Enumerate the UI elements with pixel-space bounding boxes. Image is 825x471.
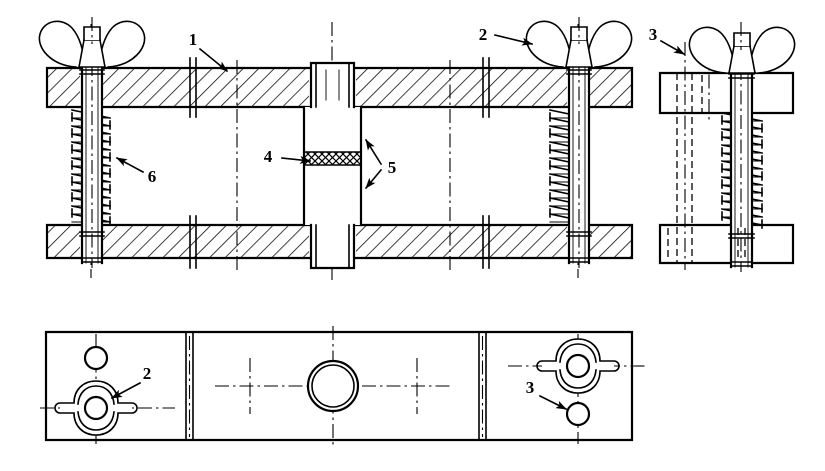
- wing-nut-right: [525, 17, 633, 68]
- central-column: [302, 61, 363, 270]
- central-bore-plan: [306, 359, 360, 413]
- callout-label-3-plan: 3: [526, 378, 535, 397]
- callout-label-3: 3: [649, 25, 658, 44]
- front-sectional-view: [38, 17, 634, 280]
- bolt-shank-right: [566, 62, 592, 268]
- side-lower-plate: [658, 223, 795, 265]
- side-hidden-lines: [667, 42, 710, 270]
- wing-nut-left: [38, 17, 146, 68]
- callout-label-6: 6: [148, 167, 157, 186]
- callout-label-2: 2: [479, 25, 488, 44]
- callout-label-2-plan: 2: [143, 364, 152, 383]
- callout-leaders: [110, 34, 686, 411]
- right-bolt-assembly: [525, 17, 633, 268]
- side-bolt-shank: [728, 66, 755, 272]
- callout-label-4: 4: [264, 147, 273, 166]
- callout-label-1: 1: [189, 30, 198, 49]
- bolt-hole-plan-right: [565, 401, 591, 427]
- side-wing-nut: [688, 22, 796, 74]
- wing-nut-plan-right: [536, 338, 620, 394]
- side-upper-plate: [658, 71, 795, 115]
- side-view: [658, 22, 796, 272]
- callout-label-5: 5: [388, 158, 397, 177]
- callout-labels: 1 2 3 4 5 6 2 3: [143, 25, 658, 397]
- bolt-hole-plan-left: [83, 345, 109, 371]
- bolt-shank-left: [79, 62, 105, 268]
- left-bolt-assembly: [38, 17, 146, 268]
- break-lines-front: [189, 57, 490, 269]
- break-lines-plan: [185, 331, 487, 441]
